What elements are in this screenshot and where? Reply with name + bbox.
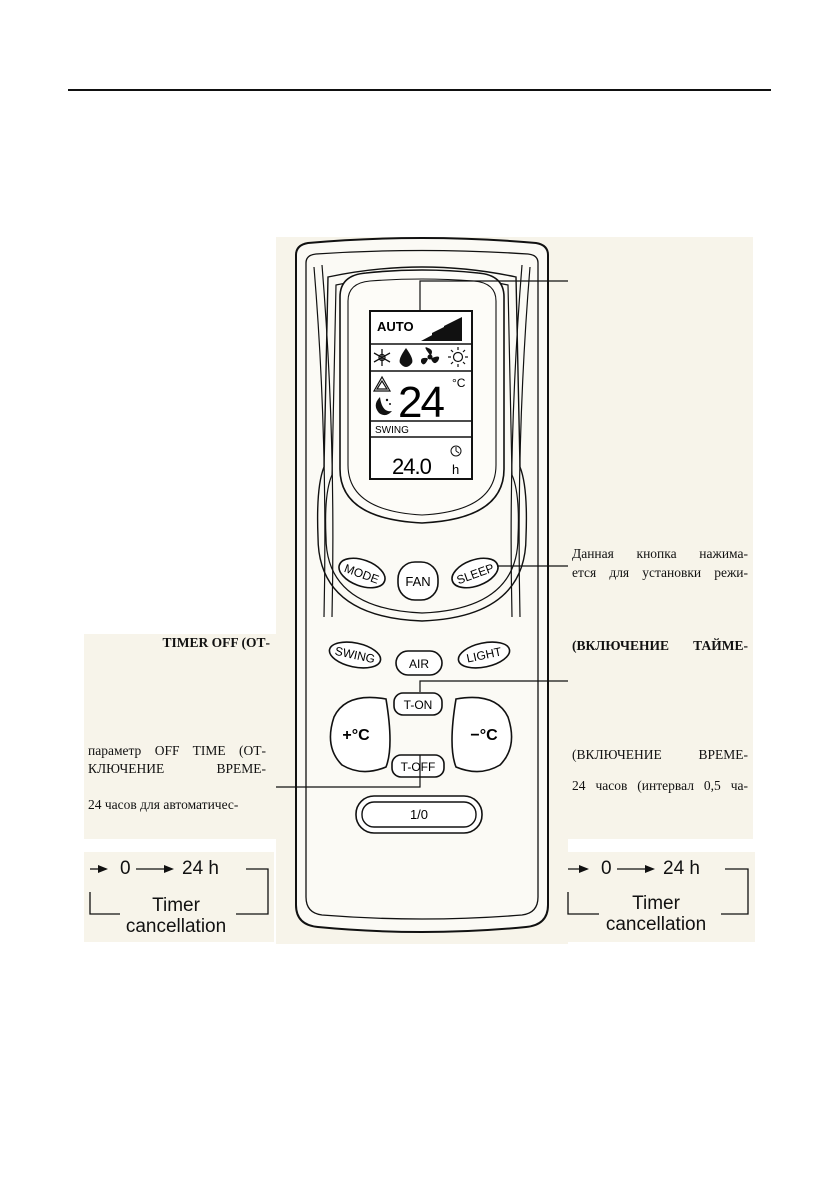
timer-on-heading: (ВКЛЮЧЕНИЕ ТАЙМЕ- — [572, 638, 748, 653]
left-timer-start: 0 — [120, 858, 131, 879]
timer-off-line1: параметр OFF TIME (ОТ- — [88, 743, 266, 758]
left-timer-arrows — [89, 865, 269, 915]
left-timer-panel — [84, 852, 274, 942]
sleep-description-line1: Данная кнопка нажима- — [572, 546, 748, 561]
lcd-timer-unit: h — [452, 462, 459, 477]
left-text-panel — [84, 634, 276, 839]
clock-icon — [450, 445, 462, 457]
lcd-timer: 24.0 — [392, 454, 432, 479]
t-on-button[interactable]: T-ON — [393, 692, 443, 716]
right-timer-start: 0 — [601, 858, 612, 879]
air-button-label: AIR — [409, 657, 429, 671]
sleep-description-line2: ется для установки режи- — [572, 565, 748, 580]
fan-button-label: FAN — [405, 574, 430, 589]
mode-button[interactable]: MODE — [335, 553, 389, 594]
t-off-label: T-OFF — [401, 760, 436, 774]
timer-on-line1: (ВКЛЮЧЕНИЕ ВРЕМЕ- — [572, 747, 748, 762]
t-on-label: T-ON — [404, 698, 433, 712]
timer-off-line3: 24 часов для автоматичес- — [88, 797, 239, 812]
air-button[interactable]: AIR — [395, 650, 443, 676]
lcd-screen: AUTO — [369, 310, 473, 480]
remote-control: AUTO — [295, 237, 549, 933]
swing-button[interactable]: SWING — [327, 638, 383, 672]
light-button[interactable]: LIGHT — [456, 638, 512, 672]
right-timer-caption-2: cancellation — [605, 914, 707, 935]
power-label: 1/0 — [410, 807, 428, 822]
lcd-mode: AUTO — [377, 319, 414, 334]
header-rule — [68, 89, 771, 91]
fan-icon — [420, 347, 440, 365]
triangle-icon — [372, 375, 392, 392]
water-drop-icon — [399, 348, 413, 367]
star-icon — [385, 398, 391, 405]
t-off-button[interactable]: T-OFF — [391, 754, 445, 778]
lcd-temp-unit: °C — [452, 376, 466, 390]
timer-on-line2: 24 часов (интервал 0,5 ча- — [572, 778, 748, 793]
sun-icon — [448, 347, 468, 367]
fan-button[interactable]: FAN — [397, 561, 439, 601]
timer-off-line2: КЛЮЧЕНИЕ ВРЕМЕ- — [88, 761, 266, 776]
temp-down-button[interactable]: −°C — [451, 696, 513, 773]
right-text-panel — [568, 237, 753, 839]
left-timer-end: 24 h — [182, 858, 219, 879]
power-button[interactable]: 1/0 — [355, 795, 483, 834]
temp-up-button[interactable]: +°C — [329, 696, 391, 773]
moon-icon — [375, 397, 392, 416]
lcd-swing: SWING — [375, 425, 409, 436]
fan-speed-icon — [421, 317, 462, 341]
right-timer-arrows — [567, 865, 749, 915]
left-timer-caption-1: Timer — [152, 895, 200, 916]
lcd-temperature: 24 — [398, 378, 444, 427]
temp-up-label: +°C — [342, 727, 370, 744]
left-timer-caption-2: cancellation — [125, 916, 227, 937]
snowflake-icon — [373, 349, 391, 366]
right-timer-end: 24 h — [663, 858, 700, 879]
timer-off-heading: TIMER OFF (ОТ- — [162, 635, 271, 650]
temp-down-label: −°C — [470, 727, 498, 744]
right-timer-caption-1: Timer — [632, 893, 680, 914]
right-timer-panel — [565, 852, 755, 942]
